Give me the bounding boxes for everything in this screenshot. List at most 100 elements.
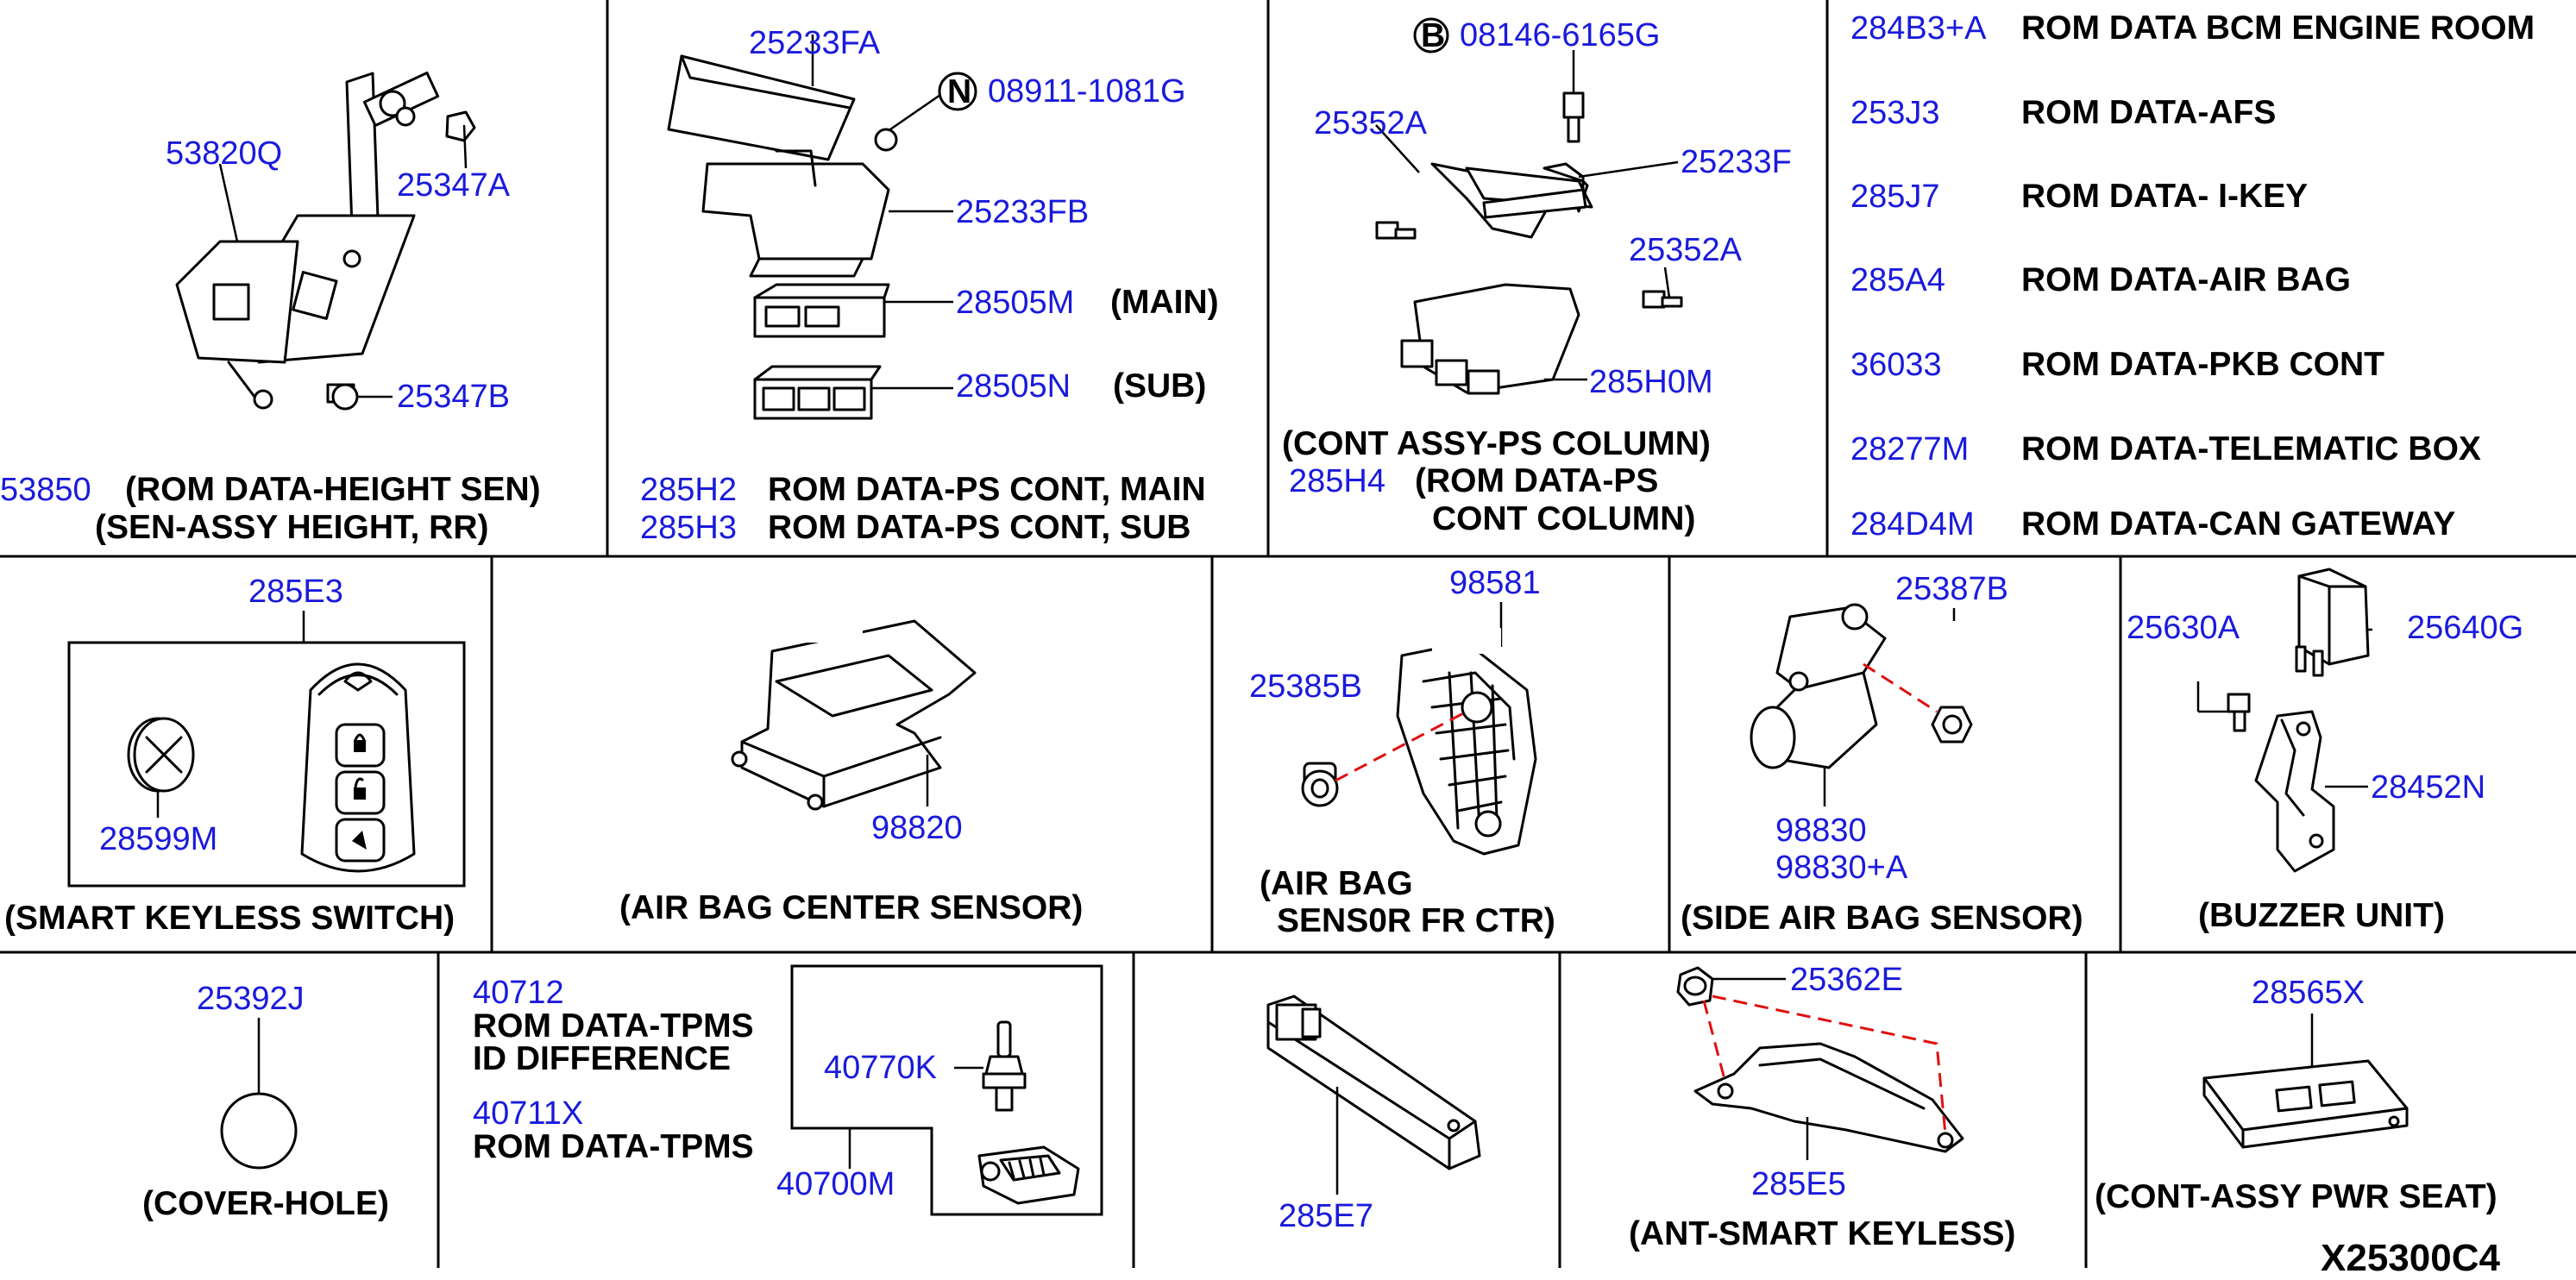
rom-list-part-1: 253J3 bbox=[1850, 95, 1940, 131]
part-28565X: 28565X bbox=[2252, 975, 2365, 1011]
tpms-box bbox=[790, 964, 1103, 1216]
height-sensor-drawing bbox=[175, 72, 476, 411]
airbag-fr-caption-line2: SENS0R FR CTR) bbox=[1277, 902, 1555, 939]
rom-list-label-2: ROM DATA- I-KEY bbox=[2021, 178, 2308, 215]
panel-tpms: 40712 ROM DATA-TPMS ID DIFFERENCE 40711X… bbox=[473, 964, 1103, 1216]
airbag-fr-sensor-drawing bbox=[1301, 628, 1537, 856]
rom-list-label-0: ROM DATA BCM ENGINE ROOM bbox=[2021, 9, 2535, 47]
cover-hole-icon bbox=[220, 1092, 298, 1170]
sub-label: (SUB) bbox=[1113, 367, 1206, 405]
panel-height-sensor: 53820Q 25347A 25347B 53850 (ROM DATA-HEI… bbox=[0, 72, 541, 546]
part-285H0M: 285H0M bbox=[1589, 364, 1713, 400]
rom-data-height-sen-label: (ROM DATA-HEIGHT SEN) bbox=[125, 471, 541, 508]
rom-list-part-6: 284D4M bbox=[1850, 506, 1975, 543]
part-285E3: 285E3 bbox=[248, 574, 343, 610]
part-25347A: 25347A bbox=[397, 167, 511, 204]
part-25233FA: 25233FA bbox=[749, 25, 881, 61]
rom-ps-cont-column-line1: (ROM DATA-PS bbox=[1415, 462, 1658, 499]
rom-list-label-5: ROM DATA-TELEMATIC BOX bbox=[2021, 430, 2481, 467]
part-98830: 98830 bbox=[1775, 813, 1867, 849]
part-53850: 53850 bbox=[0, 472, 91, 508]
rom-list-label-3: ROM DATA-AIR BAG bbox=[2021, 261, 2351, 298]
cover-hole-caption: (COVER-HOLE) bbox=[142, 1185, 389, 1222]
part-40700M: 40700M bbox=[776, 1166, 895, 1202]
part-08911-1081G: 08911-1081G bbox=[988, 73, 1186, 110]
rom-list-part-0: 284B3+A bbox=[1850, 10, 1987, 47]
pwr-seat-controller-drawing bbox=[2202, 1059, 2409, 1149]
ant-smart-keyless-drawing bbox=[1676, 966, 1964, 1160]
part-40711X: 40711X bbox=[473, 1095, 583, 1132]
panel-airbag-center: 98820 (AIR BAG CENTER SENSOR) bbox=[619, 604, 1083, 926]
ps-cont-drawing bbox=[667, 35, 953, 420]
part-25352A-lower: 25352A bbox=[1629, 232, 1743, 268]
part-285H3: 285H3 bbox=[640, 510, 737, 546]
panel-buzzer: 25630A 25640G 28452N (BUZZER UNIT) bbox=[2127, 568, 2523, 934]
part-98830-plus-a: 98830+A bbox=[1775, 850, 1908, 886]
rom-ps-cont-main-label: ROM DATA-PS CONT, MAIN bbox=[768, 471, 1206, 508]
smart-key-fob-icon bbox=[300, 662, 416, 873]
part-28505M: 28505M bbox=[956, 285, 1074, 321]
rom-list-part-2: 285J7 bbox=[1850, 179, 1940, 215]
n-marker-label: N bbox=[947, 73, 971, 110]
rom-list-part-3: 285A4 bbox=[1850, 262, 1945, 298]
airbag-fr-caption-line1: (AIR BAG bbox=[1260, 865, 1413, 902]
ps-column-drawing bbox=[1375, 50, 1683, 395]
panel-cover-hole: 25392J (COVER-HOLE) bbox=[142, 981, 389, 1222]
buzzer-unit-caption: (BUZZER UNIT) bbox=[2198, 897, 2445, 934]
part-25640G: 25640G bbox=[2407, 610, 2523, 646]
part-40770K: 40770K bbox=[824, 1050, 937, 1086]
part-25362E: 25362E bbox=[1790, 962, 1903, 998]
cont-assy-pwr-seat-caption: (CONT-ASSY PWR SEAT) bbox=[2095, 1178, 2497, 1215]
n-marker-icon bbox=[938, 72, 977, 111]
side-airbag-sensor-caption: (SIDE AIR BAG SENSOR) bbox=[1681, 900, 2083, 937]
panel-antenna-inner: 285E7 bbox=[1266, 995, 1481, 1234]
part-285E5: 285E5 bbox=[1751, 1166, 1846, 1202]
diagram-code: X25300C4 bbox=[2321, 1237, 2500, 1279]
part-25392J: 25392J bbox=[197, 981, 305, 1017]
sen-assy-height-caption: (SEN-ASSY HEIGHT, RR) bbox=[95, 509, 489, 546]
rom-ps-cont-sub-label: ROM DATA-PS CONT, SUB bbox=[768, 509, 1191, 546]
airbag-center-sensor-drawing bbox=[731, 604, 977, 811]
rom-list-part-5: 28277M bbox=[1850, 431, 1969, 467]
tpms-valve-drawing bbox=[954, 1020, 1027, 1112]
side-airbag-sensor-drawing bbox=[1750, 603, 1973, 806]
panel-airbag-fr: 98581 25385B (AIR BAG SENS0R FR CTR) bbox=[1249, 565, 1555, 939]
part-25385B: 25385B bbox=[1249, 668, 1362, 705]
b-marker-icon bbox=[1413, 17, 1449, 53]
b-marker-label: B bbox=[1421, 17, 1445, 54]
buzzer-unit-drawing bbox=[2191, 568, 2398, 873]
part-28599M: 28599M bbox=[99, 821, 217, 857]
part-285H2: 285H2 bbox=[640, 472, 737, 508]
panel-ps-cont: 25233FA N 08911-1081G 25233FB 28505M (MA… bbox=[640, 25, 1219, 546]
panel-ps-column: B 08146-6165G 25352A 25233F 25352A 285H0… bbox=[1282, 17, 1792, 537]
part-98820: 98820 bbox=[871, 810, 963, 846]
cont-assy-ps-column-caption: (CONT ASSY-PS COLUMN) bbox=[1282, 425, 1711, 462]
rom-ps-cont-column-line2: CONT COLUMN) bbox=[1432, 500, 1695, 537]
main-label: (MAIN) bbox=[1110, 284, 1219, 321]
part-28505N: 28505N bbox=[956, 368, 1071, 405]
part-25387B: 25387B bbox=[1895, 571, 2008, 607]
inner-antenna-drawing bbox=[1266, 995, 1481, 1195]
smart-keyless-switch-caption: (SMART KEYLESS SWITCH) bbox=[4, 900, 455, 937]
rom-tpms-id-line1: ROM DATA-TPMS bbox=[473, 1007, 754, 1045]
part-25347B: 25347B bbox=[397, 379, 510, 415]
rom-list-part-4: 36033 bbox=[1850, 347, 1942, 383]
panel-smart-keyless: 285E3 28599M (SMART KEYLESS SWITCH) bbox=[4, 574, 466, 937]
part-285H4: 285H4 bbox=[1289, 463, 1385, 499]
rom-tpms-id-line2: ID DIFFERENCE bbox=[473, 1040, 731, 1077]
part-285E7: 285E7 bbox=[1279, 1198, 1373, 1234]
part-25352A-upper: 25352A bbox=[1314, 105, 1428, 141]
rom-tpms-label: ROM DATA-TPMS bbox=[473, 1128, 754, 1165]
part-25233F: 25233F bbox=[1681, 144, 1792, 180]
part-98581: 98581 bbox=[1449, 565, 1541, 601]
rom-list-label-1: ROM DATA-AFS bbox=[2021, 94, 2276, 131]
panel-ant-smart: 25362E 285E5 (ANT-SMART KEYLESS) bbox=[1629, 962, 2016, 1252]
part-08146-6165G: 08146-6165G bbox=[1460, 17, 1660, 53]
part-25630A: 25630A bbox=[2127, 610, 2240, 646]
coin-battery-icon bbox=[127, 717, 195, 793]
part-53820Q: 53820Q bbox=[166, 135, 282, 172]
panel-side-airbag: 25387B 98830 98830+A (SIDE AIR BAG SENSO… bbox=[1681, 571, 2083, 937]
ant-smart-keyless-caption: (ANT-SMART KEYLESS) bbox=[1629, 1215, 2016, 1252]
panel-pwr-seat: 28565X (CONT-ASSY PWR SEAT) bbox=[2095, 975, 2497, 1215]
